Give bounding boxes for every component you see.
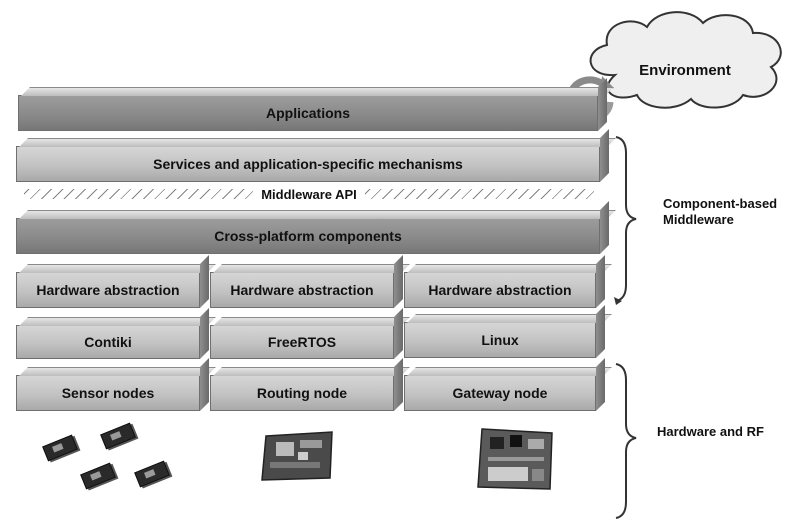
hardware-abstraction-2: Hardware abstraction — [210, 272, 394, 308]
sensor-board-icon — [134, 460, 170, 488]
os-freertos-label: FreeRTOS — [267, 334, 337, 350]
node-gateway: Gateway node — [404, 375, 596, 411]
routing-board-icon — [261, 431, 333, 481]
node-routing: Routing node — [210, 375, 394, 411]
middleware-bracket — [614, 136, 637, 305]
hardware-label: Hardware and RF — [657, 424, 764, 439]
sensor-board-icon — [80, 462, 116, 490]
os-linux-label: Linux — [481, 332, 519, 348]
layer-cross-platform: Cross-platform components — [16, 218, 600, 254]
node-routing-label: Routing node — [256, 385, 348, 401]
middleware-label: Component-based Middleware — [663, 196, 777, 228]
hardware-abstraction-3: Hardware abstraction — [404, 272, 596, 308]
middleware-api-label: Middleware API — [261, 186, 357, 202]
hardware-bracket — [615, 363, 637, 519]
node-gateway-label: Gateway node — [452, 385, 548, 401]
api-squiggle-right — [364, 189, 595, 199]
middleware-label-line1: Component-based — [663, 196, 778, 211]
os-freertos: FreeRTOS — [210, 325, 394, 359]
environment-label: Environment — [639, 62, 731, 79]
node-sensor-label: Sensor nodes — [61, 385, 155, 401]
environment-cloud: Environment — [589, 11, 782, 109]
layer-services: Services and application-specific mechan… — [16, 146, 600, 182]
node-sensor: Sensor nodes — [16, 375, 200, 411]
hardware-abstraction-1-label: Hardware abstraction — [36, 282, 180, 298]
hardware-abstraction-1: Hardware abstraction — [16, 272, 200, 308]
os-contiki: Contiki — [16, 325, 200, 359]
layer-services-label: Services and application-specific mechan… — [153, 156, 463, 172]
hardware-abstraction-2-label: Hardware abstraction — [230, 282, 374, 298]
cloud-shape — [589, 11, 782, 109]
middleware-api-bar: Middleware API — [16, 184, 602, 204]
os-linux: Linux — [404, 322, 596, 358]
sensor-board-icon — [100, 422, 136, 450]
hardware-abstraction-3-label: Hardware abstraction — [428, 282, 572, 298]
middleware-label-line2: Middleware — [663, 212, 734, 227]
sensor-board-icon — [42, 434, 78, 462]
api-squiggle-left — [24, 189, 254, 199]
layer-applications: Applications — [18, 95, 598, 131]
gateway-board-icon — [477, 428, 553, 490]
layer-applications-label: Applications — [265, 105, 350, 121]
os-contiki-label: Contiki — [84, 334, 132, 350]
layer-cross-platform-label: Cross-platform components — [214, 228, 402, 244]
